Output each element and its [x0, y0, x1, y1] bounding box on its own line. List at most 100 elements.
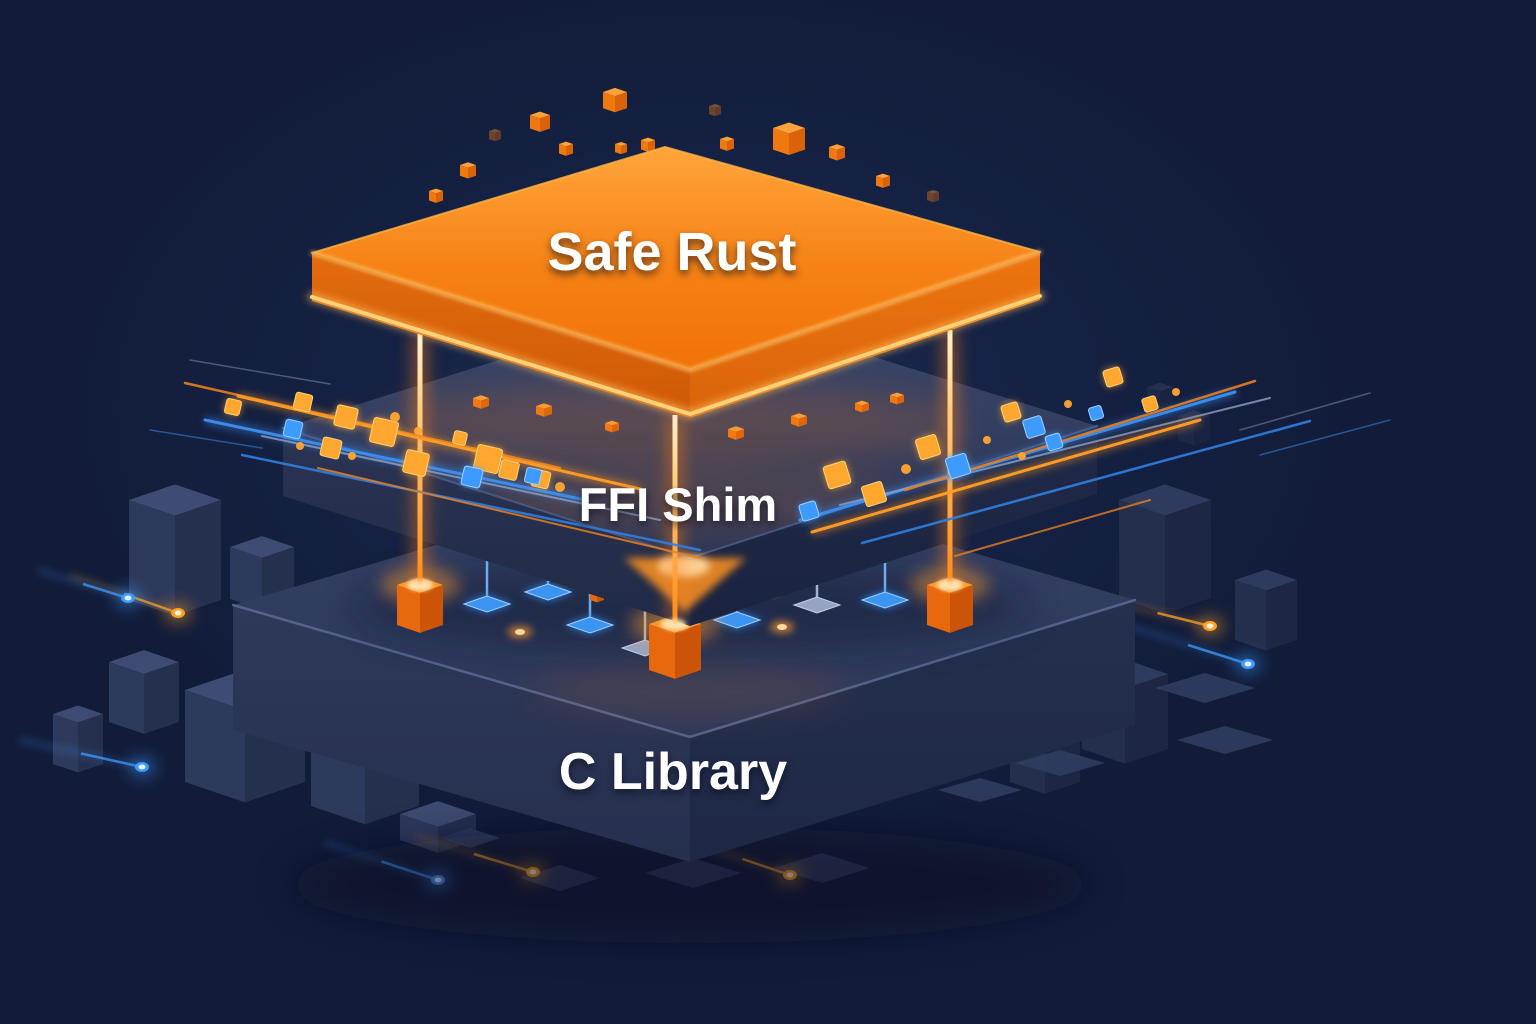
floating-cube: [530, 111, 550, 132]
floating-cube-right: [468, 165, 476, 179]
energy-beam-impact: [409, 580, 431, 590]
connector-pad: [860, 591, 910, 609]
floating-cube-top: [489, 128, 501, 134]
background-cube: [1235, 569, 1297, 651]
data-stream-line: [1239, 392, 1371, 431]
light-comet-core: [1244, 661, 1252, 667]
shim-corner-glow: [624, 558, 746, 612]
safe-rust-bottom-edge: [310, 294, 1042, 417]
background-cube-left: [185, 690, 245, 803]
floating-cube-left: [603, 92, 615, 113]
floating-cube-right: [436, 191, 443, 203]
floating-cube-right: [615, 92, 627, 113]
c-library-right-face: [690, 600, 1135, 862]
c-library-left-face: [233, 605, 690, 862]
floating-cube-left: [641, 140, 648, 152]
background-cube: [109, 650, 179, 734]
floating-cube-left: [876, 176, 883, 188]
floating-cube-left: [559, 144, 566, 156]
beam-target-cube-left: [397, 585, 420, 633]
data-stream-dot: [901, 464, 911, 474]
c-library-orange-reflection: [530, 662, 850, 718]
data-stream-dot: [348, 452, 356, 460]
safe-rust-right-face: [690, 252, 1040, 418]
data-stream-dot: [296, 442, 304, 450]
connector-pad: [523, 583, 573, 601]
data-stream-square: [822, 460, 852, 490]
background-cube-left: [129, 500, 175, 616]
labels: Safe Rust FFI Shim C Library: [547, 222, 796, 801]
energy-beam: [672, 415, 678, 624]
floating-cube: [559, 141, 573, 156]
data-stream-dot: [390, 412, 400, 422]
floating-cube-top: [530, 111, 550, 119]
background-cube: [53, 705, 103, 773]
safe-rust-top-edges: [311, 146, 1041, 254]
background-cube-right: [1266, 580, 1297, 651]
floating-cube: [603, 87, 627, 113]
data-stream-square: [452, 430, 468, 446]
data-stream-line: [189, 359, 331, 385]
safe-rust-top-face: [312, 147, 1040, 370]
connector-pad: [565, 616, 615, 634]
background-cube-left: [230, 547, 262, 610]
data-stream-square: [945, 453, 971, 479]
data-stream-square: [1000, 401, 1022, 423]
data-stream-line: [240, 453, 702, 552]
data-stream-dot: [555, 482, 565, 492]
data-stream-line: [149, 429, 263, 449]
floating-cube-left: [773, 128, 789, 156]
floating-cube: [489, 128, 501, 142]
data-stream-square: [1088, 405, 1104, 421]
safe-rust-layer: [307, 146, 1045, 419]
floating-cube-left: [720, 139, 727, 151]
data-stream-line: [317, 467, 701, 559]
data-stream-square: [402, 449, 430, 477]
data-stream-square: [798, 500, 820, 522]
floating-cube-right: [727, 139, 734, 151]
background-cube-right: [78, 714, 103, 773]
beam-target-cube-right: [675, 624, 701, 679]
floating-cube-left: [709, 106, 715, 117]
background-cube-right: [175, 500, 221, 616]
data-stream-line: [810, 418, 1202, 534]
connector-pad: [462, 595, 512, 613]
background-cube-right: [1160, 387, 1173, 410]
ground-tile: [1155, 673, 1255, 703]
layer-label-safe-rust: Safe Rust: [547, 222, 796, 282]
data-stream-dot: [1172, 388, 1180, 396]
floating-cube: [720, 136, 734, 151]
data-stream-dot: [414, 427, 422, 435]
floating-cube-right: [933, 192, 939, 203]
beam-target-cube-left: [927, 585, 950, 633]
sky-cubes: [429, 87, 939, 203]
floating-cube-right: [566, 144, 573, 156]
background-cube-left: [1235, 580, 1266, 651]
glow-dot: [515, 629, 525, 635]
data-stream-square: [333, 404, 359, 430]
c-library-edge-highlight: [231, 598, 1137, 739]
floating-cube-left: [489, 131, 495, 142]
ffi-shim-orange-reflection: [470, 470, 900, 530]
beam-target-cube-right: [420, 585, 443, 633]
layer-label-ffi-shim: FFI Shim: [579, 478, 777, 531]
background-cube-top: [1147, 382, 1173, 392]
ground-tile: [1177, 726, 1273, 754]
floating-cube-right: [621, 144, 627, 155]
data-stream-square: [292, 391, 314, 413]
data-stream-square: [460, 465, 484, 489]
background-cube-top: [1235, 569, 1297, 591]
light-comet-core: [1206, 623, 1214, 629]
floating-cube: [709, 103, 721, 117]
background-cube-left: [109, 662, 144, 734]
floating-cube: [829, 144, 845, 161]
background-cube-top: [400, 801, 476, 827]
background-cube: [1119, 484, 1211, 614]
data-stream-line: [203, 418, 587, 502]
floating-cube: [927, 189, 939, 203]
floating-cube-left: [615, 144, 621, 155]
background-cube-right: [1125, 674, 1168, 764]
data-stream-square: [498, 459, 520, 481]
light-comet-core: [174, 610, 182, 616]
floating-cube-left: [429, 191, 436, 203]
